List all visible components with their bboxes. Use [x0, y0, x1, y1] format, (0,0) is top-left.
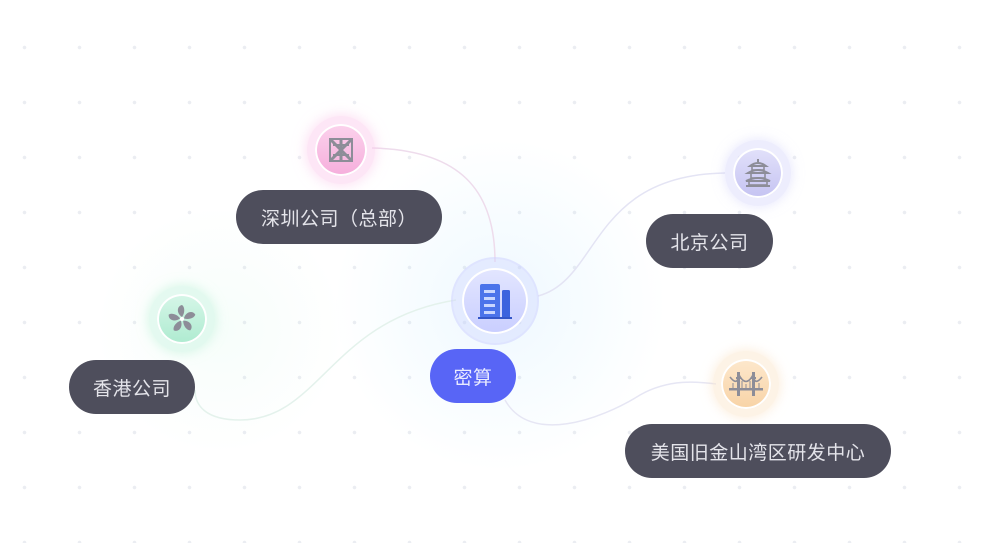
- shenzhen-metro-logo-icon: [328, 137, 354, 163]
- sf-node-text: 美国旧金山湾区研发中心: [650, 441, 866, 464]
- center-node-label[interactable]: 密算: [430, 349, 516, 403]
- link-beijing: [537, 172, 726, 297]
- center-node-icon-ring[interactable]: [453, 259, 537, 343]
- shenzhen-node-text: 深圳公司（总部）: [260, 207, 417, 230]
- sf-node-label[interactable]: 美国旧金山湾区研发中心: [625, 424, 891, 478]
- hongkong-node-text: 香港公司: [92, 377, 171, 400]
- shenzhen-node-label[interactable]: 深圳公司（总部）: [236, 190, 442, 244]
- link-shenzhen: [371, 147, 496, 263]
- temple-of-heaven-icon: [744, 159, 772, 187]
- golden-gate-bridge-icon: [729, 372, 763, 396]
- sf-node-icon-ring[interactable]: [713, 351, 779, 417]
- hongkong-node-label[interactable]: 香港公司: [69, 360, 195, 414]
- beijing-node-icon-ring[interactable]: [725, 140, 791, 206]
- building-icon: [478, 284, 512, 319]
- link-hongkong: [194, 299, 457, 421]
- center-node-text: 密算: [453, 366, 493, 389]
- beijing-node-text: 北京公司: [670, 231, 749, 254]
- hongkong-node-icon-ring[interactable]: [149, 286, 215, 352]
- bauhinia-flower-icon: [168, 305, 196, 331]
- beijing-node-label[interactable]: 北京公司: [646, 214, 773, 268]
- shenzhen-node-icon-ring[interactable]: [307, 116, 375, 184]
- link-sf: [504, 381, 717, 426]
